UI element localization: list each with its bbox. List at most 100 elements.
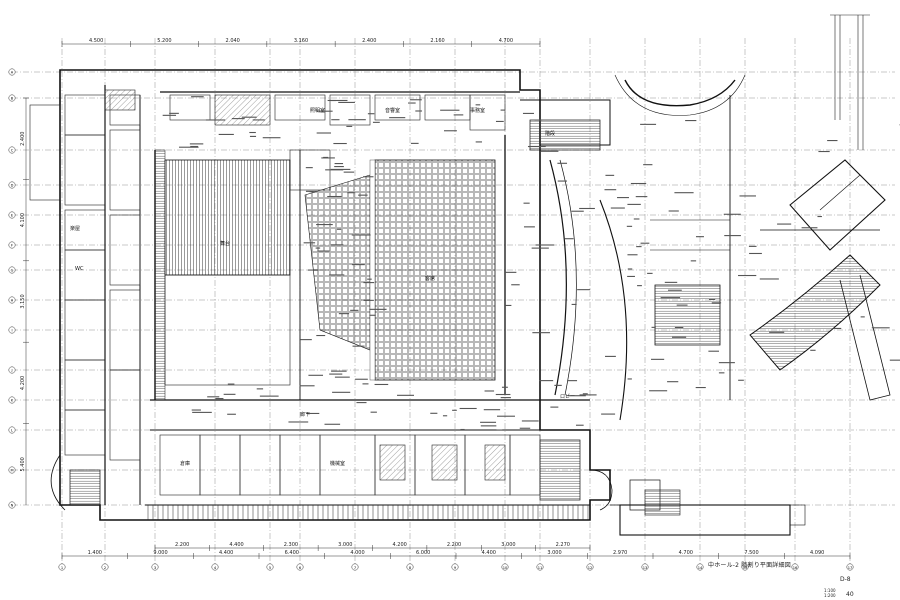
annotation-text-stub bbox=[571, 210, 584, 212]
grid-tag-col: 6 bbox=[299, 566, 302, 570]
stair-west-arc bbox=[50, 454, 66, 511]
annotation-text-stub bbox=[523, 226, 535, 228]
annotation-text-stub bbox=[817, 215, 822, 218]
annotation-text-stub bbox=[241, 116, 257, 118]
annotation-text-stub bbox=[347, 192, 355, 194]
annotation-text-stub bbox=[346, 125, 353, 127]
grid-tag-circle bbox=[451, 563, 459, 571]
dim-bottom-lower-value: 9.000 bbox=[153, 550, 167, 556]
annotation-text-stub bbox=[316, 334, 326, 337]
annotation-text-stub bbox=[495, 120, 504, 122]
annotation-text-stub bbox=[827, 140, 838, 142]
dim-bottom-lower-value: 4.700 bbox=[679, 550, 693, 556]
grid-tag-row: F bbox=[11, 244, 13, 248]
annotation-text-stub bbox=[331, 370, 347, 372]
dim-bottom-lower-value: 3.000 bbox=[547, 550, 561, 556]
annotation-text-stub bbox=[191, 409, 201, 411]
annotation-text-stub bbox=[179, 146, 199, 148]
annotation-text-stub bbox=[626, 225, 633, 227]
annotation-text-stub bbox=[460, 428, 465, 431]
annotation-text-stub bbox=[191, 96, 204, 98]
grid-tag-circle bbox=[8, 501, 16, 509]
grid-tag-col: 17 bbox=[848, 566, 853, 570]
annotation-text-stub bbox=[627, 268, 633, 270]
annotation-text-stub bbox=[288, 421, 309, 423]
stair-west bbox=[69, 469, 101, 506]
dim-bottom-lower-value: 6.400 bbox=[285, 550, 299, 556]
annotation-text-stub bbox=[860, 316, 865, 318]
annotation-text-stub bbox=[534, 119, 543, 121]
outer-wall bbox=[59, 69, 611, 521]
dim-top-value: 4.700 bbox=[499, 38, 513, 44]
annotation-text-stub bbox=[550, 406, 559, 408]
dim-bottom-upper-value: 2.300 bbox=[284, 542, 298, 548]
grid-tag-circle bbox=[8, 296, 16, 304]
dim-bottom-upper-value: 4.400 bbox=[229, 542, 243, 548]
annotation-text-stub bbox=[367, 113, 375, 115]
annotation-text-stub bbox=[307, 269, 319, 271]
annotation-text-stub bbox=[363, 282, 375, 284]
grid-tag-circle bbox=[586, 563, 594, 571]
annotation-text-stub bbox=[532, 332, 550, 334]
annotation-text-stub bbox=[475, 104, 481, 106]
grid-tag-col: 12 bbox=[588, 566, 593, 570]
annotation-text-stub bbox=[415, 110, 423, 112]
annotation-text-stub bbox=[459, 407, 477, 410]
annotation-text-stub bbox=[327, 195, 342, 198]
grid-tag-row: K bbox=[11, 399, 14, 403]
annotation-text-stub bbox=[334, 163, 344, 165]
annotation-text-stub bbox=[540, 150, 559, 152]
annotation-text-stub bbox=[207, 396, 220, 398]
grid-tag-circle bbox=[696, 563, 704, 571]
annotation-text-stub bbox=[718, 362, 735, 364]
annotation-text-stub bbox=[571, 303, 577, 305]
annotation-text-stub bbox=[408, 102, 416, 104]
stage-area bbox=[164, 159, 291, 276]
stage-lower bbox=[164, 274, 291, 386]
annotation-text-stub bbox=[351, 264, 365, 266]
scale-label-bottom: 1:200 bbox=[824, 593, 836, 598]
annotation-text-stub bbox=[523, 202, 530, 204]
annotation-text-stub bbox=[695, 236, 704, 238]
annotation-text-stub bbox=[672, 336, 687, 338]
stair-north bbox=[529, 119, 601, 151]
annotation-text-stub bbox=[397, 394, 414, 396]
dim-bottom-lower-value: 7.500 bbox=[744, 550, 758, 556]
annotation-text-stub bbox=[440, 109, 460, 111]
annotation-text-stub bbox=[709, 298, 716, 301]
annotation-text-stub bbox=[605, 174, 615, 176]
annotation-text-stub bbox=[748, 245, 757, 247]
annotation-text-stub bbox=[363, 299, 374, 301]
annotation-text-stub bbox=[430, 412, 438, 414]
annotation-text-stub bbox=[223, 393, 236, 395]
annotation-text-stub bbox=[351, 234, 371, 236]
grid-tag-circle bbox=[8, 181, 16, 189]
annotation-text-stub bbox=[256, 388, 264, 390]
annotation-text-stub bbox=[343, 171, 355, 173]
annotation-text-stub bbox=[162, 114, 177, 116]
stair-south bbox=[539, 439, 581, 501]
dim-bottom-lower-value: 2.970 bbox=[613, 550, 627, 556]
annotation-text-stub bbox=[769, 331, 785, 333]
annotation-text-stub bbox=[338, 313, 350, 315]
annotation-text-stub bbox=[363, 176, 374, 178]
grid-tag-circle bbox=[8, 326, 16, 334]
annotation-marks bbox=[162, 96, 900, 431]
grid-tag-circle bbox=[58, 563, 66, 571]
annotation-text-stub bbox=[601, 413, 616, 415]
annotation-text-stub bbox=[442, 415, 448, 417]
grid-tag-row: M bbox=[10, 469, 13, 473]
annotation-text-stub bbox=[647, 272, 653, 274]
annotation-text-stub bbox=[329, 274, 345, 276]
annotation-text-stub bbox=[501, 386, 508, 388]
dim-top-value: 2.160 bbox=[430, 38, 444, 44]
annotation-text-stub bbox=[610, 207, 625, 209]
annotation-text-stub bbox=[192, 411, 212, 413]
grid-tag-circle bbox=[101, 563, 109, 571]
annotation-text-stub bbox=[627, 254, 638, 256]
annotation-text-stub bbox=[582, 393, 588, 395]
dim-bottom-upper-value: 2.200 bbox=[175, 542, 189, 548]
grid-tag-row: H bbox=[11, 299, 14, 303]
annotation-text-stub bbox=[640, 242, 650, 244]
